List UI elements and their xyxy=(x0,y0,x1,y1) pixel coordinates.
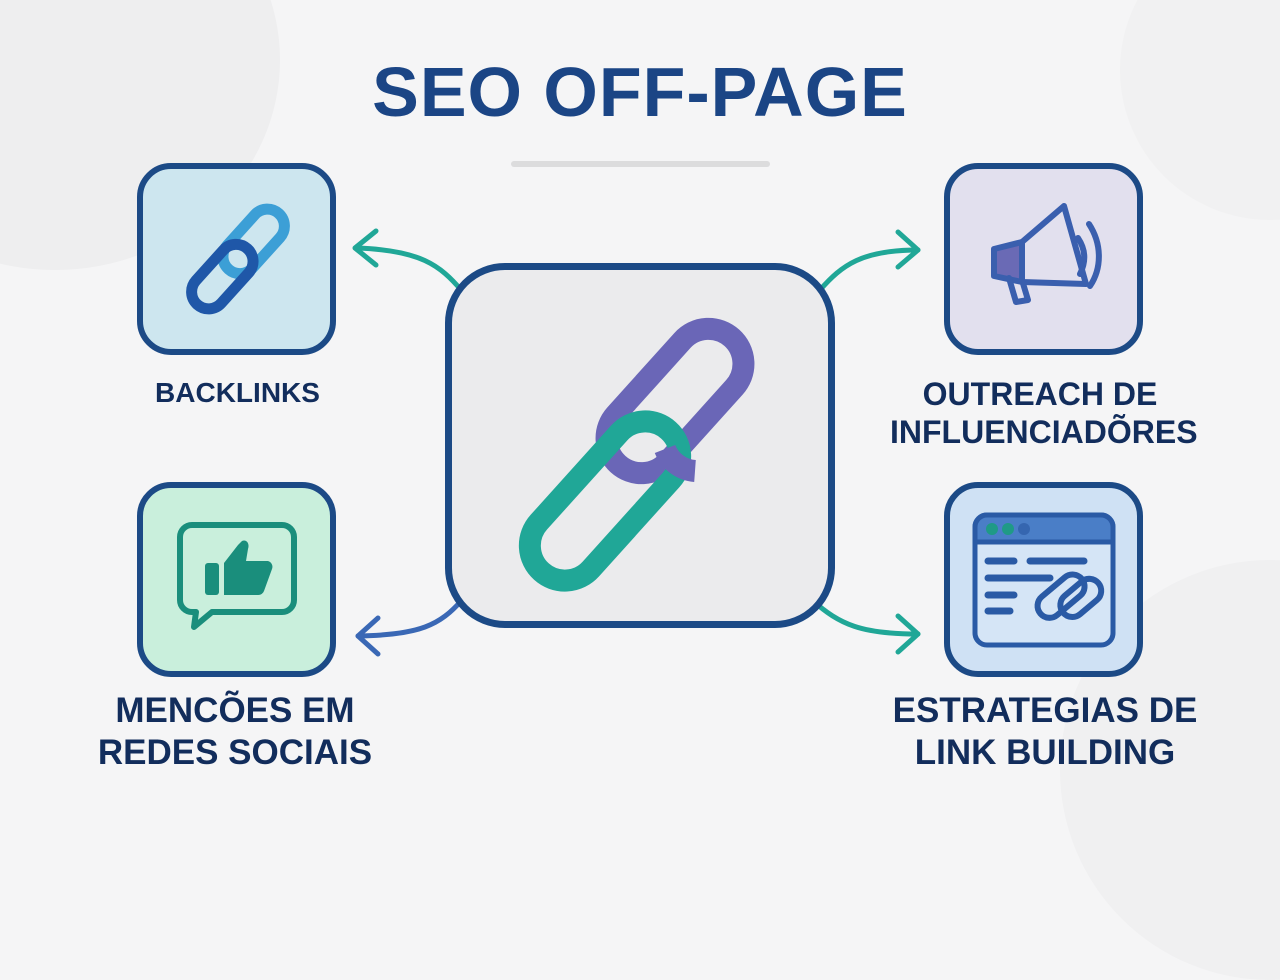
link-building-label: ESTRATEGIAS DE LINK BUILDING xyxy=(892,691,1198,772)
link-icon xyxy=(177,199,297,319)
chain-link-icon xyxy=(490,296,790,596)
center-hub-card xyxy=(445,263,835,628)
backlinks-label: BACKLINKS xyxy=(155,377,320,408)
arrow-to-mentions xyxy=(355,597,465,657)
thumbs-up-chat-icon xyxy=(172,515,302,645)
mentions-label: MENCÕES EM REDES SOCIAIS xyxy=(97,691,373,772)
megaphone-icon xyxy=(974,194,1114,324)
backlinks-card xyxy=(137,163,336,355)
mentions-card xyxy=(137,482,336,677)
outreach-card xyxy=(944,163,1143,355)
arrow-to-link-building xyxy=(809,597,921,655)
browser-link-icon xyxy=(972,512,1116,648)
arrow-to-outreach xyxy=(817,229,921,293)
arrow-to-backlinks xyxy=(352,228,465,294)
connector-arrows xyxy=(352,228,921,657)
page-title: SEO OFF-PAGE xyxy=(372,53,908,131)
outreach-label: OUTREACH DE INFLUENCIADÕRES xyxy=(890,376,1198,451)
title-divider xyxy=(511,161,770,167)
link-building-card xyxy=(944,482,1143,677)
